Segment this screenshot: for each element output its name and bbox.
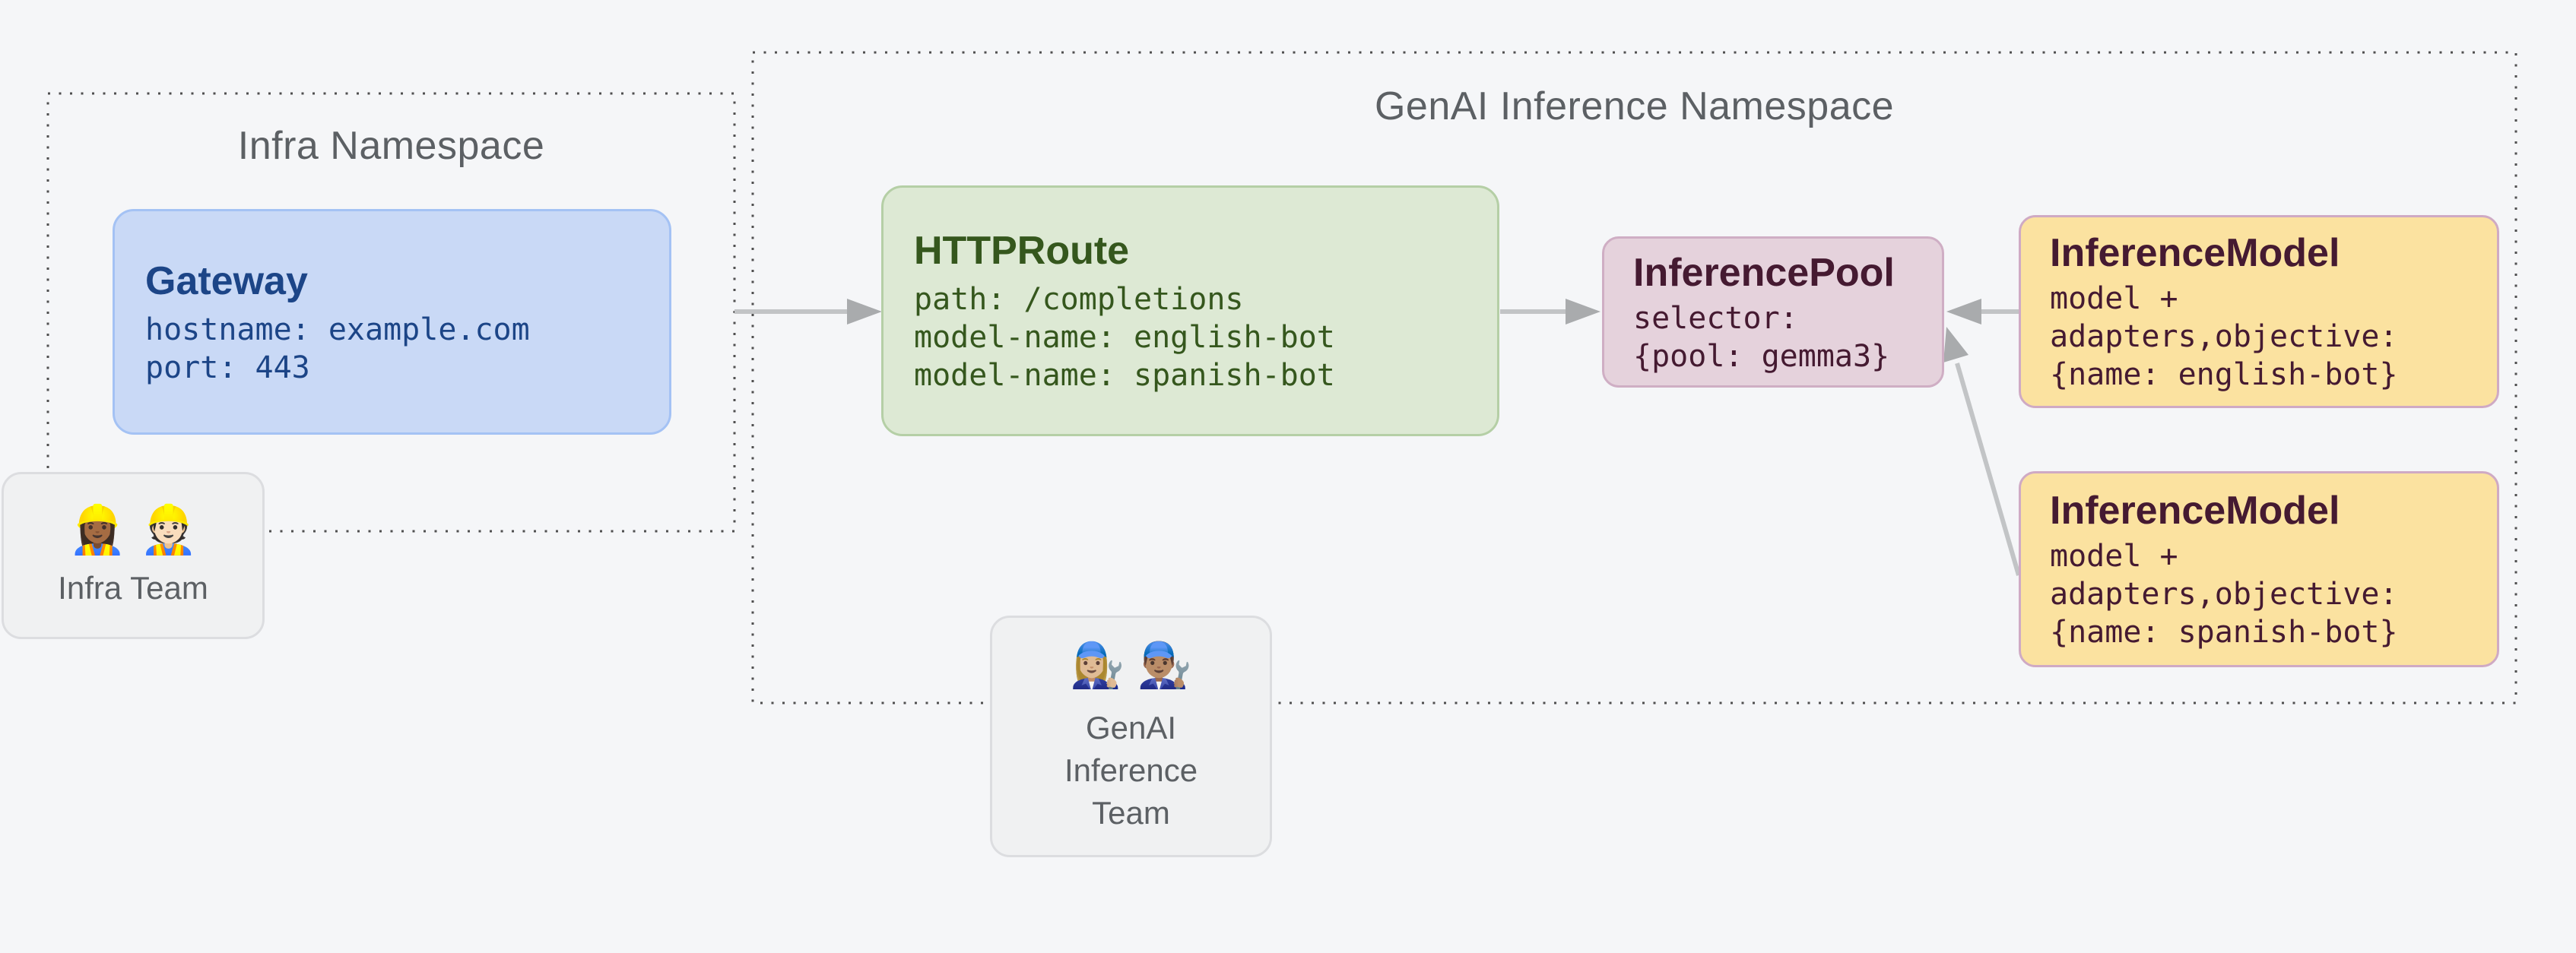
gateway-title: Gateway: [145, 258, 308, 303]
inferencemodel-spanish-node: InferenceModel model + adapters,objectiv…: [2019, 471, 2499, 667]
woman-construction-worker-emoji: 👷🏾‍♀️: [68, 504, 127, 556]
gateway-port-line: port: 443: [145, 350, 310, 385]
infra-team-card: 👷🏾‍♀️👷🏻 Infra Team: [2, 472, 265, 639]
httproute-model-english-line: model-name: english-bot: [914, 320, 1335, 355]
genai-team-emoji-row: 👩🏼‍🔧👨🏽‍🔧: [1064, 638, 1198, 693]
woman-mechanic-emoji: 👩🏼‍🔧: [1070, 641, 1125, 690]
genai-inference-team-card: 👩🏼‍🔧👨🏽‍🔧 GenAI Inference Team: [990, 616, 1272, 857]
httproute-model-spanish-line: model-name: spanish-bot: [914, 358, 1335, 393]
infra-namespace-title: Infra Namespace: [237, 124, 545, 168]
inferencemodel-english-name-line: {name: english-bot}: [2050, 357, 2398, 392]
arrow-inferencemodel-spanish-to-inferencepool: [1943, 327, 2021, 576]
infra-team-emoji-row: 👷🏾‍♀️👷🏻: [62, 503, 204, 558]
httproute-path-line: path: /completions: [914, 282, 1244, 317]
inferencemodel-english-model-line: model +: [2050, 281, 2178, 316]
inferencemodel-english-title: InferenceModel: [2050, 231, 2340, 275]
inferencemodel-spanish-adapters-line: adapters,objective:: [2050, 577, 2398, 612]
inferencemodel-spanish-model-line: model +: [2050, 539, 2178, 574]
arrow-httproute-to-inferencepool: [1500, 299, 1600, 325]
gateway-node: Gateway hostname: example.com port: 443: [113, 209, 671, 435]
genai-namespace-title: GenAI Inference Namespace: [1374, 84, 1895, 128]
inferencepool-node: InferencePool selector: {pool: gemma3}: [1602, 236, 1944, 388]
httproute-node: HTTPRoute path: /completions model-name:…: [881, 185, 1499, 436]
inferencepool-title: InferencePool: [1633, 250, 1895, 295]
construction-worker-emoji: 👷🏻: [139, 504, 198, 556]
inferencemodel-spanish-title: InferenceModel: [2050, 489, 2340, 533]
inferencemodel-english-node: InferenceModel model + adapters,objectiv…: [2019, 215, 2499, 408]
arrow-gateway-to-httproute: [734, 299, 882, 325]
arrow-inferencemodel-english-to-inferencepool: [1946, 299, 2019, 325]
httproute-title: HTTPRoute: [914, 229, 1130, 273]
genai-team-label-line-2: Inference: [1064, 752, 1198, 788]
inferencemodel-spanish-name-line: {name: spanish-bot}: [2050, 615, 2398, 650]
genai-team-label-line-3: Team: [1092, 795, 1170, 831]
man-mechanic-emoji: 👨🏽‍🔧: [1137, 641, 1192, 690]
infra-team-label: Infra Team: [58, 570, 208, 606]
inferencemodel-english-adapters-line: adapters,objective:: [2050, 319, 2398, 354]
inferencepool-pool-line: {pool: gemma3}: [1633, 338, 1890, 374]
genai-team-label-line-1: GenAI: [1085, 710, 1177, 746]
inferencepool-selector-line: selector:: [1633, 300, 1798, 336]
gateway-hostname-line: hostname: example.com: [145, 312, 530, 347]
